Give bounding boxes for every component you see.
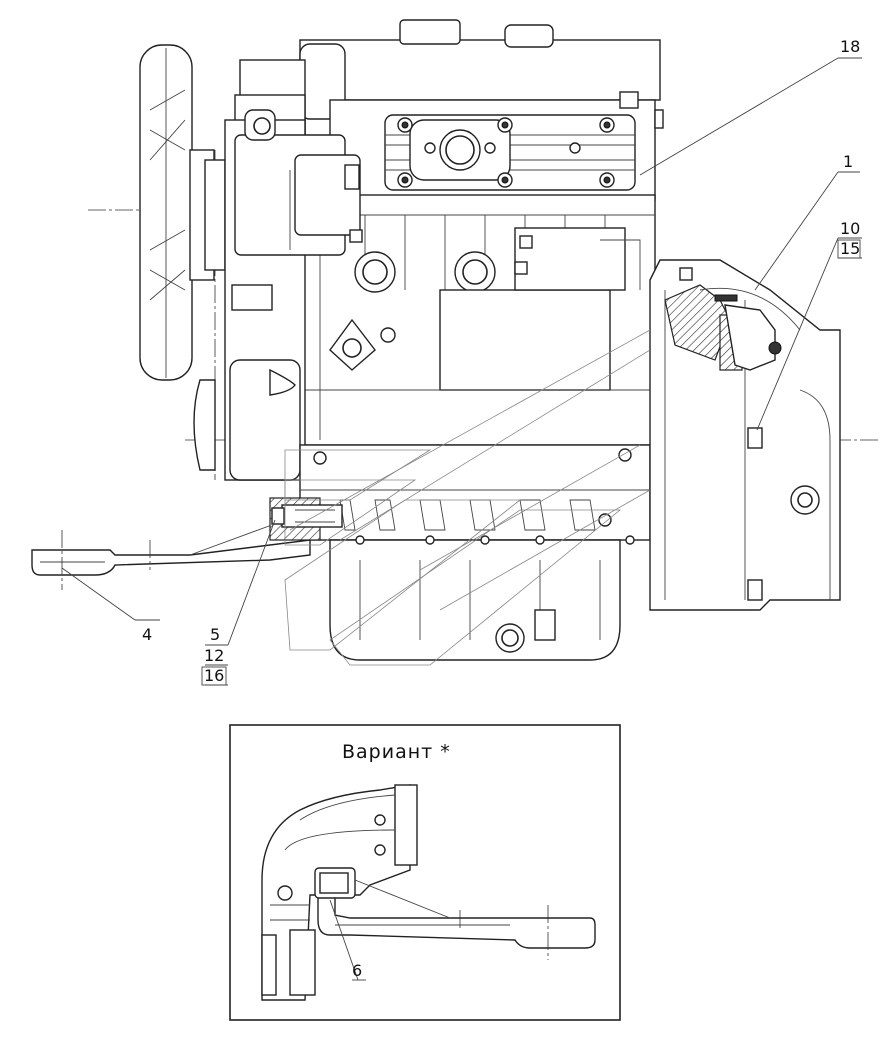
callout-15: 15 <box>840 239 860 258</box>
callout-18: 18 <box>840 37 860 56</box>
callout-16: 16 <box>204 666 224 685</box>
oil-sump <box>299 444 651 661</box>
flywheel-housing <box>649 259 841 611</box>
section-guides <box>284 329 651 666</box>
callout-5: 5 <box>210 625 220 644</box>
main-view: 18 1 10 15 4 5 12 16 <box>31 19 880 686</box>
engine-mount-bracket <box>31 497 343 590</box>
cylinder-head <box>234 19 664 201</box>
front-cover <box>193 109 363 481</box>
fan <box>139 44 226 381</box>
variant-title: Вариант * <box>342 741 451 763</box>
callout-6: 6 <box>352 961 362 980</box>
variant-inset: Вариант * 6 <box>229 724 621 1021</box>
callout-10: 10 <box>840 219 860 238</box>
callout-1: 1 <box>843 152 853 171</box>
callout-4: 4 <box>142 625 152 644</box>
callout-12: 12 <box>204 646 224 665</box>
